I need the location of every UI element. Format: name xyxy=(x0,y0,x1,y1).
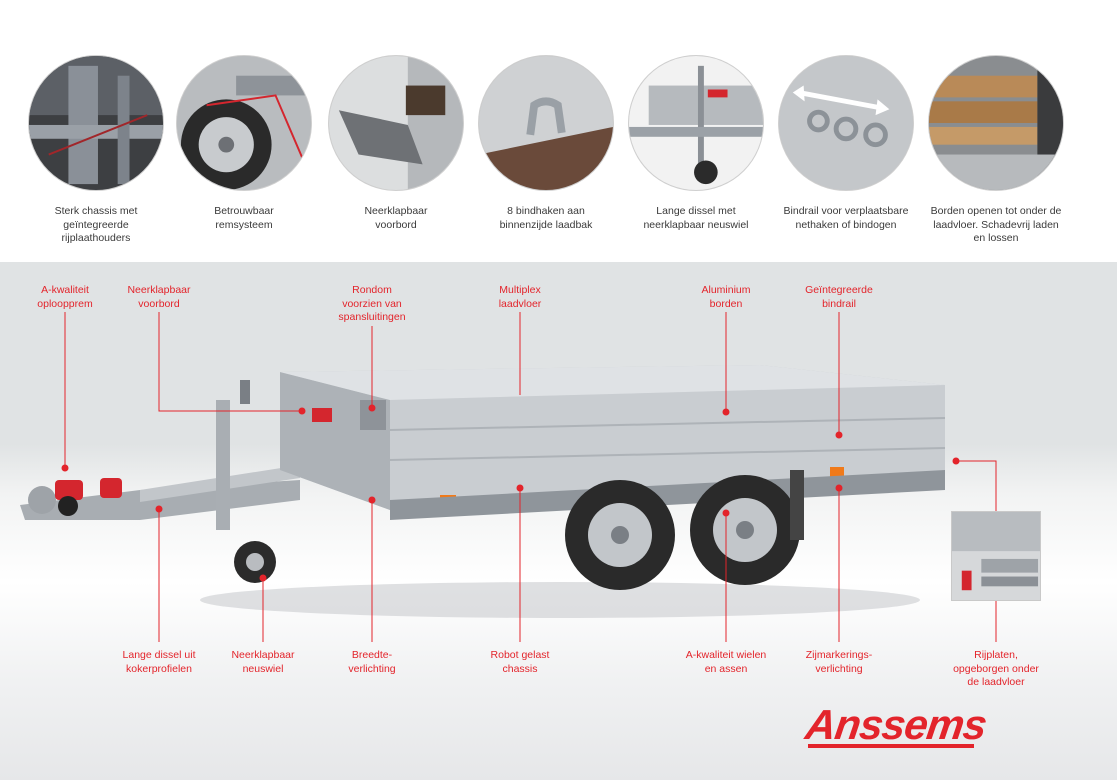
label-rijplaten: Rijplaten, opgeborgen onder de laadvloer xyxy=(953,649,1039,688)
bindrail-photo xyxy=(778,55,914,191)
feature-caption: 8 bindhaken aan binnenzijde laadbak xyxy=(499,205,593,231)
label-laadvloer: Multiplex laadvloer xyxy=(498,284,542,310)
drawbar-photo xyxy=(628,55,764,191)
feature-chassis: Sterk chassis met geïntegreerde rijplaat… xyxy=(27,55,165,246)
feature-caption: Neerklapbaar voorbord xyxy=(364,205,428,231)
feature-caption: Bindrail voor verplaatsbare nethaken of … xyxy=(783,205,909,231)
feature-caption: Sterk chassis met geïntegreerde rijplaat… xyxy=(54,205,138,244)
logo-underline xyxy=(808,744,974,748)
feature-caption: Borden openen tot onder de laadvloer. Sc… xyxy=(930,205,1062,244)
feature-loading: Borden openen tot onder de laadvloer. Sc… xyxy=(926,55,1066,246)
label-spansluitingen: Rondom voorzien van spansluitingen xyxy=(338,284,406,323)
feature-drawbar: Lange dissel met neerklapbaar neuswiel xyxy=(627,55,765,232)
feature-bindrail: Bindrail voor verplaatsbare nethaken of … xyxy=(777,55,915,232)
label-zijmarkering: Zijmarkerings- verlichting xyxy=(805,649,873,675)
loading-ramps-photo xyxy=(951,511,1041,601)
label-breedteverlichting: Breedte- verlichting xyxy=(348,649,396,675)
anssems-logo: Anssems xyxy=(802,701,990,748)
tie-hook-photo xyxy=(478,55,614,191)
label-bindrail: Geïntegreerde bindrail xyxy=(805,284,873,310)
feature-front-board: Neerklapbaar voorbord xyxy=(327,55,465,232)
feature-tie-hooks: 8 bindhaken aan binnenzijde laadbak xyxy=(477,55,615,232)
label-chassis: Robot gelast chassis xyxy=(490,649,550,675)
label-wielen-assen: A-kwaliteit wielen en assen xyxy=(685,649,767,675)
label-aluminium-borden: Aluminium borden xyxy=(701,284,751,310)
brake-photo xyxy=(176,55,312,191)
feature-caption: Betrouwbaar remsysteem xyxy=(214,205,274,231)
features-section: Sterk chassis met geïntegreerde rijplaat… xyxy=(0,0,1117,262)
label-lange-dissel: Lange dissel uit kokerprofielen xyxy=(122,649,196,675)
feature-brake: Betrouwbaar remsysteem xyxy=(175,55,313,232)
label-neuswiel: Neerklapbaar neuswiel xyxy=(231,649,295,675)
label-oploopprem: A-kwaliteit oploopprem xyxy=(37,284,93,310)
feature-caption: Lange dissel met neerklapbaar neuswiel xyxy=(643,205,749,231)
label-voorbord: Neerklapbaar voorbord xyxy=(127,284,191,310)
